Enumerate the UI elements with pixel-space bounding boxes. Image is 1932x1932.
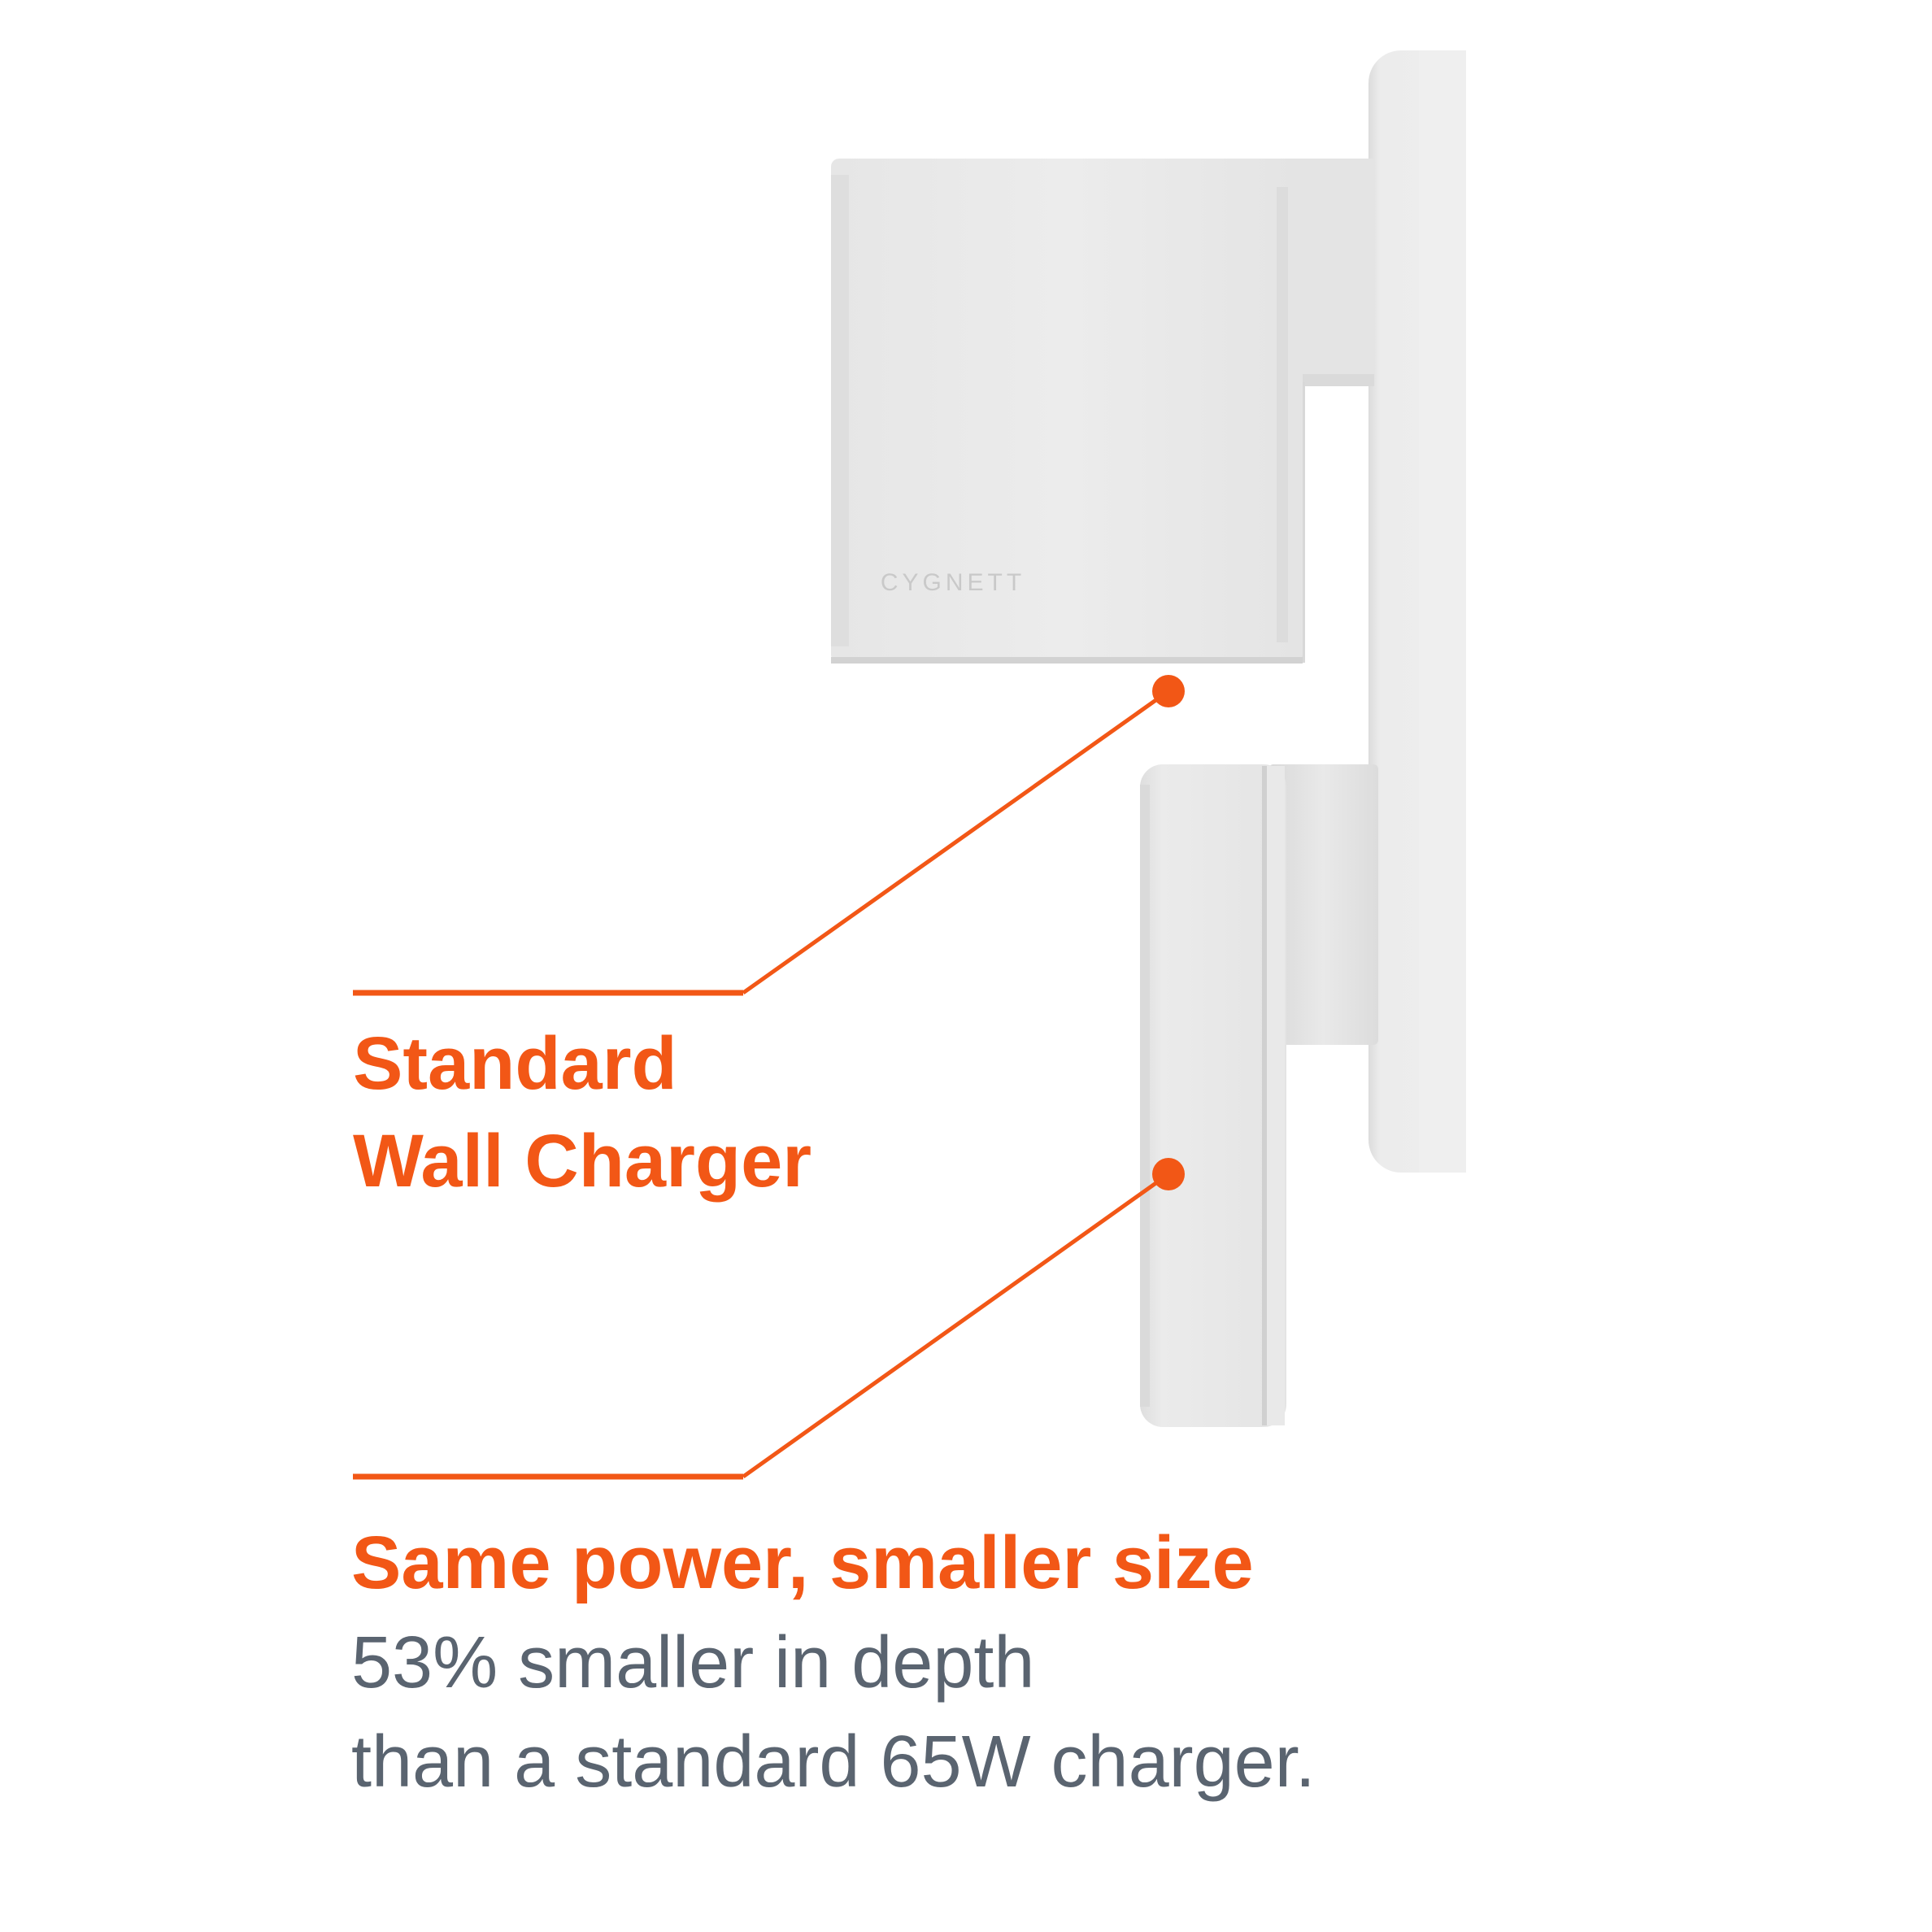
compact-charger bbox=[1140, 764, 1378, 1427]
compact-description-line1: 53% smaller in depth bbox=[351, 1622, 1035, 1704]
standard-label-line1: Standard bbox=[353, 1022, 677, 1105]
standard-wall-charger bbox=[831, 159, 1374, 664]
callout-leader-compact bbox=[353, 1158, 1185, 1480]
standard-label-line2: Wall Charger bbox=[353, 1120, 812, 1203]
callout-leader-standard bbox=[353, 675, 1185, 996]
brand-logo-text: CYGNETT bbox=[881, 569, 1025, 596]
compact-description-line2: than a standard 65W charger. bbox=[351, 1721, 1316, 1803]
compact-headline: Same power, smaller size bbox=[351, 1521, 1254, 1604]
wall-outlet-plate bbox=[1368, 50, 1466, 1173]
